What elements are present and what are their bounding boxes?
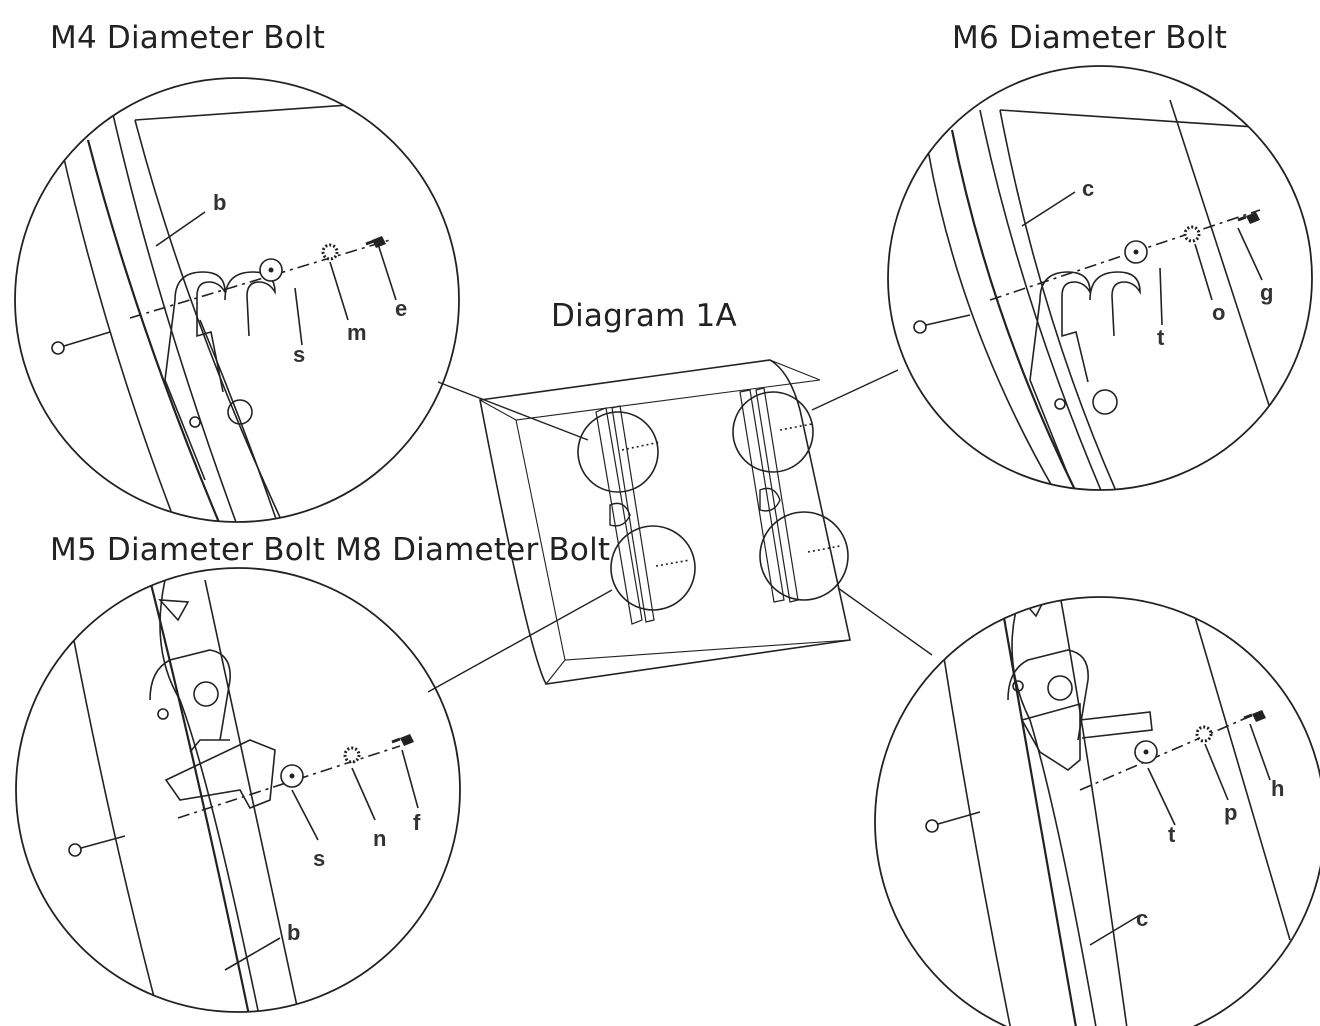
leader-line-top-left — [437, 381, 589, 441]
label-o: o — [1212, 300, 1225, 325]
leader-lines — [427, 369, 933, 693]
label-b-top-left: b — [213, 190, 226, 215]
panel-detail-circle-top-left — [577, 411, 659, 493]
label-g: g — [1260, 280, 1273, 305]
caption-m5-m8-bolt: M5 Diameter Bolt M8 Diameter Bolt — [50, 532, 611, 568]
label-s-bottom-left: s — [313, 846, 325, 871]
caption-diagram-1a: Diagram 1A — [551, 298, 737, 334]
bolt-f — [400, 734, 414, 746]
label-t-top-right: t — [1157, 325, 1165, 350]
label-p: p — [1224, 800, 1237, 825]
label-m: m — [347, 320, 367, 345]
panel-detail-circle-bottom-right — [759, 511, 849, 601]
bolt-g — [1246, 212, 1260, 224]
label-s-top-left: s — [293, 342, 305, 367]
label-b-bottom-left: b — [287, 920, 300, 945]
label-c-bottom-right: c — [1136, 906, 1148, 931]
leader-line-top-right — [811, 369, 899, 411]
label-f: f — [413, 810, 421, 835]
panel-detail-circle-bottom-left — [610, 525, 696, 611]
lock-washer-n — [343, 746, 361, 764]
label-t-bottom-right: t — [1168, 822, 1176, 847]
bolt-e — [372, 236, 386, 248]
lock-washer-p — [1195, 725, 1213, 743]
wall-plate-panel — [479, 359, 851, 685]
lock-washer-m — [321, 243, 339, 261]
bolt-h — [1252, 710, 1266, 722]
detail-circle-m8: c t p h — [874, 596, 1320, 1026]
panel-detail-circle-top-right — [732, 391, 814, 473]
label-h: h — [1271, 776, 1284, 801]
detail-circle-m6: c t o g — [887, 65, 1313, 491]
leader-line-bottom-right — [837, 587, 933, 656]
label-c-top-right: c — [1082, 176, 1094, 201]
caption-m6-bolt: M6 Diameter Bolt — [952, 20, 1228, 56]
label-n: n — [373, 826, 386, 851]
detail-circle-m5: b s n f — [15, 567, 461, 1013]
label-e: e — [395, 296, 407, 321]
detail-circle-m4: b s m e — [14, 77, 460, 523]
leader-line-bottom-left — [427, 589, 613, 693]
caption-m4-bolt: M4 Diameter Bolt — [50, 20, 326, 56]
lock-washer-o — [1183, 225, 1201, 243]
